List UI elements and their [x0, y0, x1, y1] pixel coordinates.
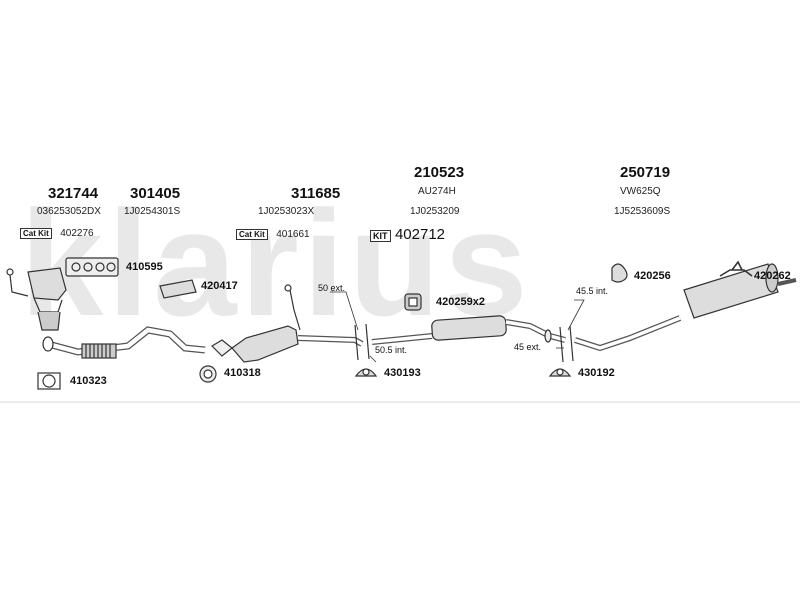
- manifold-gasket: [65, 257, 119, 277]
- joint-markers: [354, 323, 574, 363]
- kit-number: 402712: [394, 226, 446, 243]
- exhaust-manifold: [6, 267, 67, 331]
- component-number: 410323: [70, 375, 107, 387]
- rear-silencer: [574, 263, 797, 352]
- component-number: 420417: [201, 280, 238, 292]
- part-number: 250719: [620, 164, 671, 181]
- oe-reference: 036253052DX: [37, 206, 101, 217]
- part-number: 210523: [414, 164, 465, 181]
- gasket-410318: [199, 365, 217, 383]
- rubber-mount-430192: [548, 368, 572, 377]
- cat-kit-number: 401661: [276, 229, 310, 240]
- hanger-420259: [404, 293, 422, 311]
- oe-reference: 1J0253209: [410, 206, 460, 217]
- part-number: 301405: [130, 185, 181, 202]
- component-number: 430192: [578, 367, 615, 379]
- component-number: 430193: [384, 367, 421, 379]
- oe-reference: AU274H: [418, 186, 456, 197]
- kit-tag: KIT: [370, 230, 391, 242]
- rubber-mount-430193: [354, 368, 378, 377]
- part-number: 321744: [48, 185, 99, 202]
- part-number: 311685: [291, 185, 341, 202]
- centre-silencer: [371, 315, 566, 345]
- oe-reference: 1J0254301S: [124, 206, 181, 217]
- component-number: 420256: [634, 270, 671, 282]
- dimension-label: 50.5 int.: [375, 345, 408, 355]
- dimension-label: 50 ext.: [318, 283, 346, 293]
- ring-gasket: [211, 339, 233, 357]
- hanger-420262: [719, 260, 753, 277]
- oe-reference: 1J5253609S: [614, 206, 671, 217]
- dimension-label: 45 ext.: [514, 342, 542, 352]
- component-number: 410595: [126, 261, 163, 273]
- catalytic-converter: [231, 284, 364, 363]
- cat-kit-label: Cat Kit 402276: [20, 223, 94, 241]
- cat-kit-tag: Cat Kit: [20, 228, 52, 239]
- cat-kit-number: 402276: [60, 228, 94, 239]
- gasket-410323: [37, 372, 61, 390]
- oe-reference: 1J0253023X: [258, 206, 315, 217]
- hanger-420417: [159, 279, 197, 299]
- hanger-420256: [611, 263, 628, 283]
- oe-reference: VW625Q: [620, 186, 661, 197]
- cat-kit-label: Cat Kit 401661: [236, 224, 310, 242]
- component-number: 410318: [224, 367, 261, 379]
- component-number: 420262: [754, 270, 791, 282]
- component-number: 420259x2: [436, 296, 485, 308]
- kit-label: KIT 402712: [370, 226, 445, 244]
- cat-kit-tag: Cat Kit: [236, 229, 268, 240]
- front-pipe: [42, 326, 206, 359]
- dimension-label: 45.5 int.: [576, 286, 609, 296]
